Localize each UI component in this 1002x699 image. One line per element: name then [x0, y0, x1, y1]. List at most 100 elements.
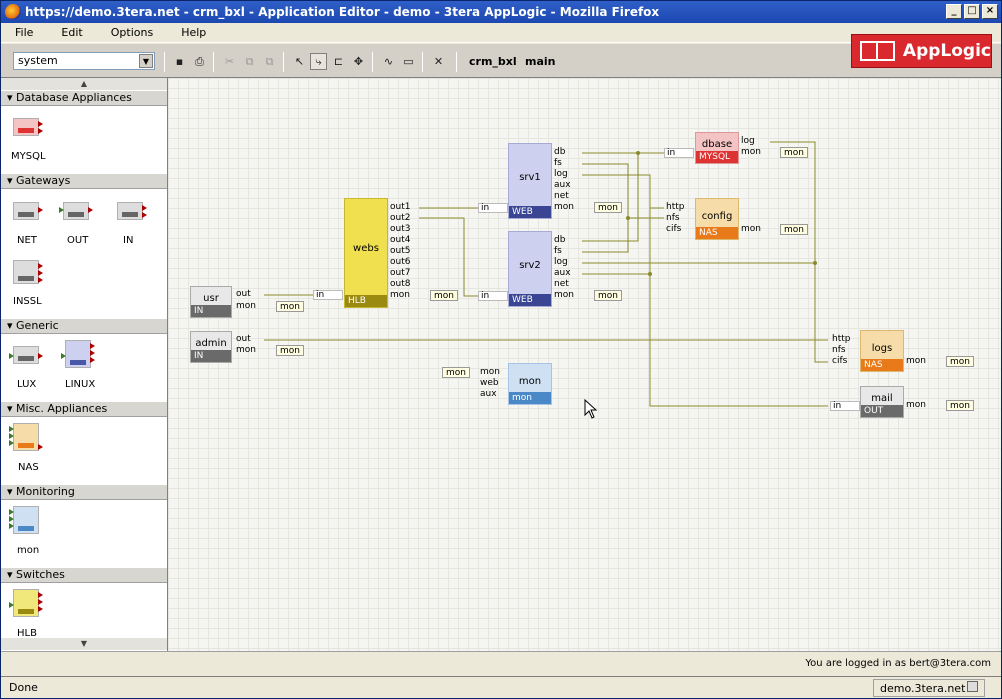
- palette-scroll-up[interactable]: ▲: [1, 78, 167, 90]
- webs-port-mon[interactable]: mon: [390, 290, 410, 300]
- dbase-port-mon[interactable]: mon: [741, 147, 761, 157]
- mail-port-mon[interactable]: mon: [906, 400, 926, 410]
- palette-item-nas[interactable]: [9, 419, 45, 451]
- component-dbase[interactable]: dbase MYSQL: [695, 132, 739, 164]
- config-port-cifs[interactable]: cifs: [666, 224, 682, 234]
- webs-port-out8[interactable]: out8: [390, 279, 411, 289]
- webs-mon-tag[interactable]: mon: [430, 290, 458, 301]
- srv2-mon-tag[interactable]: mon: [594, 290, 622, 301]
- palette-item-lux[interactable]: [9, 342, 45, 372]
- component-mon[interactable]: mon mon: [508, 363, 552, 405]
- palette-item-mon[interactable]: [9, 502, 45, 534]
- menu-help[interactable]: Help: [181, 26, 207, 39]
- print-icon[interactable]: ⎙: [195, 55, 204, 68]
- component-srv2[interactable]: srv2 WEB: [508, 231, 552, 307]
- srv2-port-log[interactable]: log: [554, 257, 568, 267]
- config-port-mon[interactable]: mon: [741, 224, 761, 234]
- mail-mon-tag[interactable]: mon: [946, 400, 974, 411]
- palette-category-gateways[interactable]: ▾ Gateways: [1, 173, 167, 189]
- palette-item-mysql[interactable]: [9, 114, 45, 144]
- srv1-port-aux[interactable]: aux: [554, 180, 571, 190]
- close-button[interactable]: ×: [982, 4, 998, 19]
- copy-icon[interactable]: ⧉: [245, 55, 254, 68]
- srv1-port-db[interactable]: db: [554, 147, 566, 157]
- delete-icon[interactable]: ✕: [433, 55, 444, 68]
- usr-port-out[interactable]: out: [236, 289, 251, 299]
- maximize-button[interactable]: □: [964, 4, 980, 19]
- component-webs[interactable]: webs HLB: [344, 198, 388, 308]
- palette-category-generic[interactable]: ▾ Generic: [1, 318, 167, 334]
- logs-port-cifs[interactable]: cifs: [832, 356, 848, 366]
- webs-port-out5[interactable]: out5: [390, 246, 411, 256]
- component-usr[interactable]: usr IN: [190, 286, 232, 318]
- webs-port-in[interactable]: in: [313, 290, 343, 300]
- config-port-http[interactable]: http: [666, 202, 685, 212]
- palette-scroll-down[interactable]: ▼: [1, 638, 167, 650]
- component-mail[interactable]: mail OUT: [860, 386, 904, 418]
- palette-category-switches[interactable]: ▾ Switches: [1, 567, 167, 583]
- cut-icon[interactable]: ✂: [224, 55, 235, 68]
- webs-port-out6[interactable]: out6: [390, 257, 411, 267]
- logs-port-mon[interactable]: mon: [906, 356, 926, 366]
- editor-canvas[interactable]: usr IN out mon mon admin IN out mon mon …: [168, 78, 1001, 651]
- dbase-mon-tag[interactable]: mon: [780, 147, 808, 158]
- srv2-port-net[interactable]: net: [554, 279, 569, 289]
- admin-mon-tag[interactable]: mon: [276, 345, 304, 356]
- srv2-port-aux[interactable]: aux: [554, 268, 571, 278]
- monc-port-aux[interactable]: aux: [480, 389, 497, 399]
- window-icon[interactable]: ▭: [403, 55, 414, 68]
- palette-item-in[interactable]: [113, 198, 149, 228]
- palette-category-misc[interactable]: ▾ Misc. Appliances: [1, 401, 167, 417]
- config-mon-tag[interactable]: mon: [780, 224, 808, 235]
- monc-port-web[interactable]: web: [480, 378, 499, 388]
- select-pointer-icon[interactable]: ↖: [294, 55, 305, 68]
- srv2-port-in[interactable]: in: [478, 291, 508, 301]
- component-srv1[interactable]: srv1 WEB: [508, 143, 552, 219]
- dbase-port-in[interactable]: in: [664, 148, 694, 158]
- palette-item-linux[interactable]: [61, 336, 97, 368]
- webs-port-out7[interactable]: out7: [390, 268, 411, 278]
- webs-port-out3[interactable]: out3: [390, 224, 411, 234]
- srv2-port-mon[interactable]: mon: [554, 290, 574, 300]
- palette-item-hlb[interactable]: [9, 585, 45, 617]
- config-port-nfs[interactable]: nfs: [666, 213, 680, 223]
- webs-port-out4[interactable]: out4: [390, 235, 411, 245]
- admin-port-mon[interactable]: mon: [236, 345, 256, 355]
- route-icon[interactable]: ⊏: [333, 55, 344, 68]
- palette-category-monitoring[interactable]: ▾ Monitoring: [1, 484, 167, 500]
- webs-port-out2[interactable]: out2: [390, 213, 411, 223]
- menu-file[interactable]: File: [15, 26, 34, 39]
- palette-item-inssl[interactable]: [9, 256, 45, 286]
- usr-port-mon[interactable]: mon: [236, 301, 256, 311]
- minimize-button[interactable]: _: [946, 4, 962, 19]
- palette-category-database[interactable]: ▾ Database Appliances: [1, 90, 167, 106]
- connect-icon[interactable]: ⤷: [310, 53, 327, 70]
- srv1-port-fs[interactable]: fs: [554, 158, 562, 168]
- component-admin[interactable]: admin IN: [190, 331, 232, 363]
- logs-port-nfs[interactable]: nfs: [832, 345, 846, 355]
- dbase-port-log[interactable]: log: [741, 136, 755, 146]
- paste-icon[interactable]: ⧉: [265, 55, 274, 68]
- component-config[interactable]: config NAS: [695, 198, 739, 240]
- monc-port-mon[interactable]: mon: [480, 367, 500, 377]
- logs-port-http[interactable]: http: [832, 334, 851, 344]
- move-icon[interactable]: ✥: [353, 55, 364, 68]
- usr-mon-tag[interactable]: mon: [276, 301, 304, 312]
- srv1-port-net[interactable]: net: [554, 191, 569, 201]
- monitor-icon[interactable]: ∿: [383, 55, 394, 68]
- srv2-port-db[interactable]: db: [554, 235, 566, 245]
- palette-item-out[interactable]: [59, 198, 95, 228]
- srv1-port-mon[interactable]: mon: [554, 202, 574, 212]
- webs-port-out1[interactable]: out1: [390, 202, 411, 212]
- palette-item-net[interactable]: [9, 198, 45, 228]
- save-icon[interactable]: ▪: [175, 55, 184, 68]
- component-logs[interactable]: logs NAS: [860, 330, 904, 372]
- admin-port-out[interactable]: out: [236, 334, 251, 344]
- logs-mon-tag[interactable]: mon: [946, 356, 974, 367]
- srv1-mon-tag[interactable]: mon: [594, 202, 622, 213]
- srv1-port-in[interactable]: in: [478, 203, 508, 213]
- monc-mon-tag[interactable]: mon: [442, 367, 470, 378]
- catalog-select[interactable]: system ▼: [13, 52, 155, 70]
- menu-options[interactable]: Options: [110, 26, 154, 39]
- srv2-port-fs[interactable]: fs: [554, 246, 562, 256]
